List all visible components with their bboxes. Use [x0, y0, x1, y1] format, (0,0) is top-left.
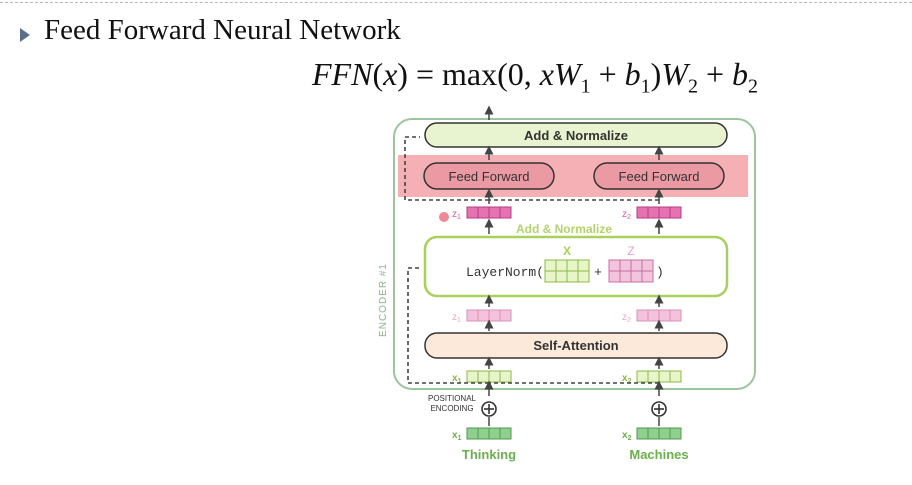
positional-label-2: ENCODING — [430, 404, 473, 413]
z1-top-label: z1 — [452, 209, 461, 221]
z2-top-label: z2 — [622, 209, 631, 221]
z-header: Z — [627, 244, 634, 258]
x1-inner-label: x1 — [452, 373, 462, 385]
x-matrix — [544, 259, 590, 283]
encoder-label: ENCODER #1 — [378, 263, 389, 337]
x2-inner-label: x2 — [622, 373, 632, 385]
close-paren: ) — [656, 265, 664, 280]
x2-inner-vector — [636, 370, 682, 383]
x1-inner-vector — [466, 370, 512, 383]
word-machines: Machines — [629, 447, 688, 462]
feed-forward-left-label: Feed Forward — [449, 169, 530, 184]
feed-forward-right-label: Feed Forward — [619, 169, 700, 184]
z1-top-vector — [466, 206, 512, 219]
x2-input-vector — [636, 427, 682, 440]
x2-input-label: x2 — [622, 430, 632, 442]
positional-label-1: POSITIONAL — [428, 394, 477, 403]
z2-mid-label: z2 — [622, 312, 631, 324]
add-normalize-top-box — [424, 122, 728, 148]
word-thinking: Thinking — [462, 447, 516, 462]
residual-connections — [404, 136, 659, 384]
plus-sign: + — [594, 264, 602, 279]
z1-mid-vector — [466, 309, 512, 322]
slide-heading: Feed Forward Neural Network — [44, 14, 401, 46]
flow-arrows — [484, 105, 664, 396]
add-normalize-mid-label: Add & Normalize — [516, 222, 612, 236]
top-dashed-divider — [0, 2, 912, 3]
x-header: X — [563, 244, 571, 258]
positional-encoding-add-right-icon — [651, 401, 667, 417]
self-attention-label: Self-Attention — [533, 338, 618, 353]
layernorm-text: LayerNorm( — [466, 265, 544, 280]
self-attention-box — [424, 332, 728, 359]
x1-input-vector — [466, 427, 512, 440]
x1-input-label: x1 — [452, 430, 462, 442]
ffn-formula: FFN(x) = max(0, xW1 + b1)W2 + b2 — [312, 56, 759, 98]
z2-mid-vector — [636, 309, 682, 322]
add-normalize-top-label: Add & Normalize — [524, 128, 628, 143]
encoder-box — [393, 118, 756, 390]
cursor-dot-icon — [439, 212, 449, 222]
z1-mid-label: z1 — [452, 312, 461, 324]
positional-encoding-add-left-icon — [481, 401, 497, 417]
z-matrix — [608, 259, 654, 283]
z2-top-vector — [636, 206, 682, 219]
bullet-triangle-icon — [20, 28, 30, 42]
